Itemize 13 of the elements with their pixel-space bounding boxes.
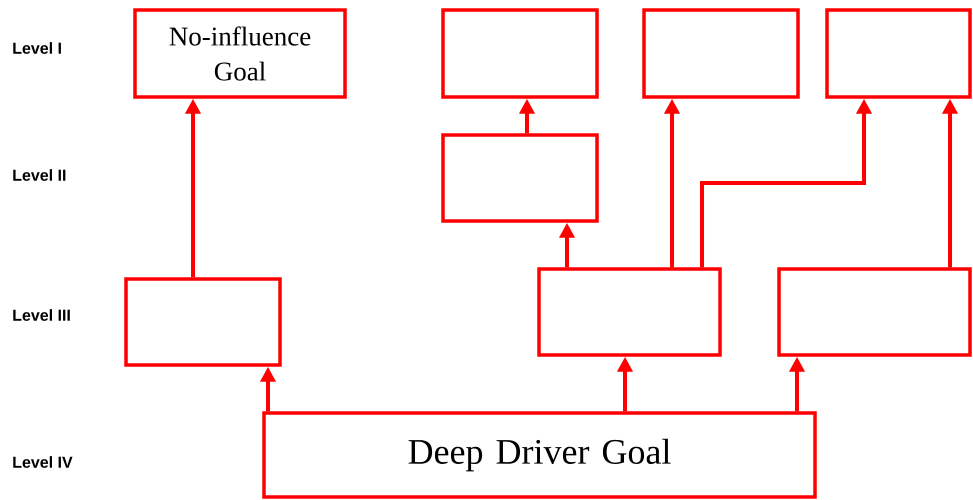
goal-box: No-influence Goal	[133, 8, 347, 99]
goal-box	[441, 8, 599, 99]
level-label: Level IV	[13, 456, 73, 468]
goal-box	[642, 8, 800, 99]
goal-box	[537, 267, 722, 357]
goal-box	[777, 267, 972, 357]
goal-box	[825, 8, 972, 99]
level-label: Level III	[13, 309, 70, 321]
goal-box: Deep Driver Goal	[262, 411, 817, 499]
level-label: Level II	[13, 169, 66, 181]
goal-box	[124, 277, 282, 367]
goal-box	[441, 133, 599, 223]
level-label: Level I	[13, 42, 61, 54]
